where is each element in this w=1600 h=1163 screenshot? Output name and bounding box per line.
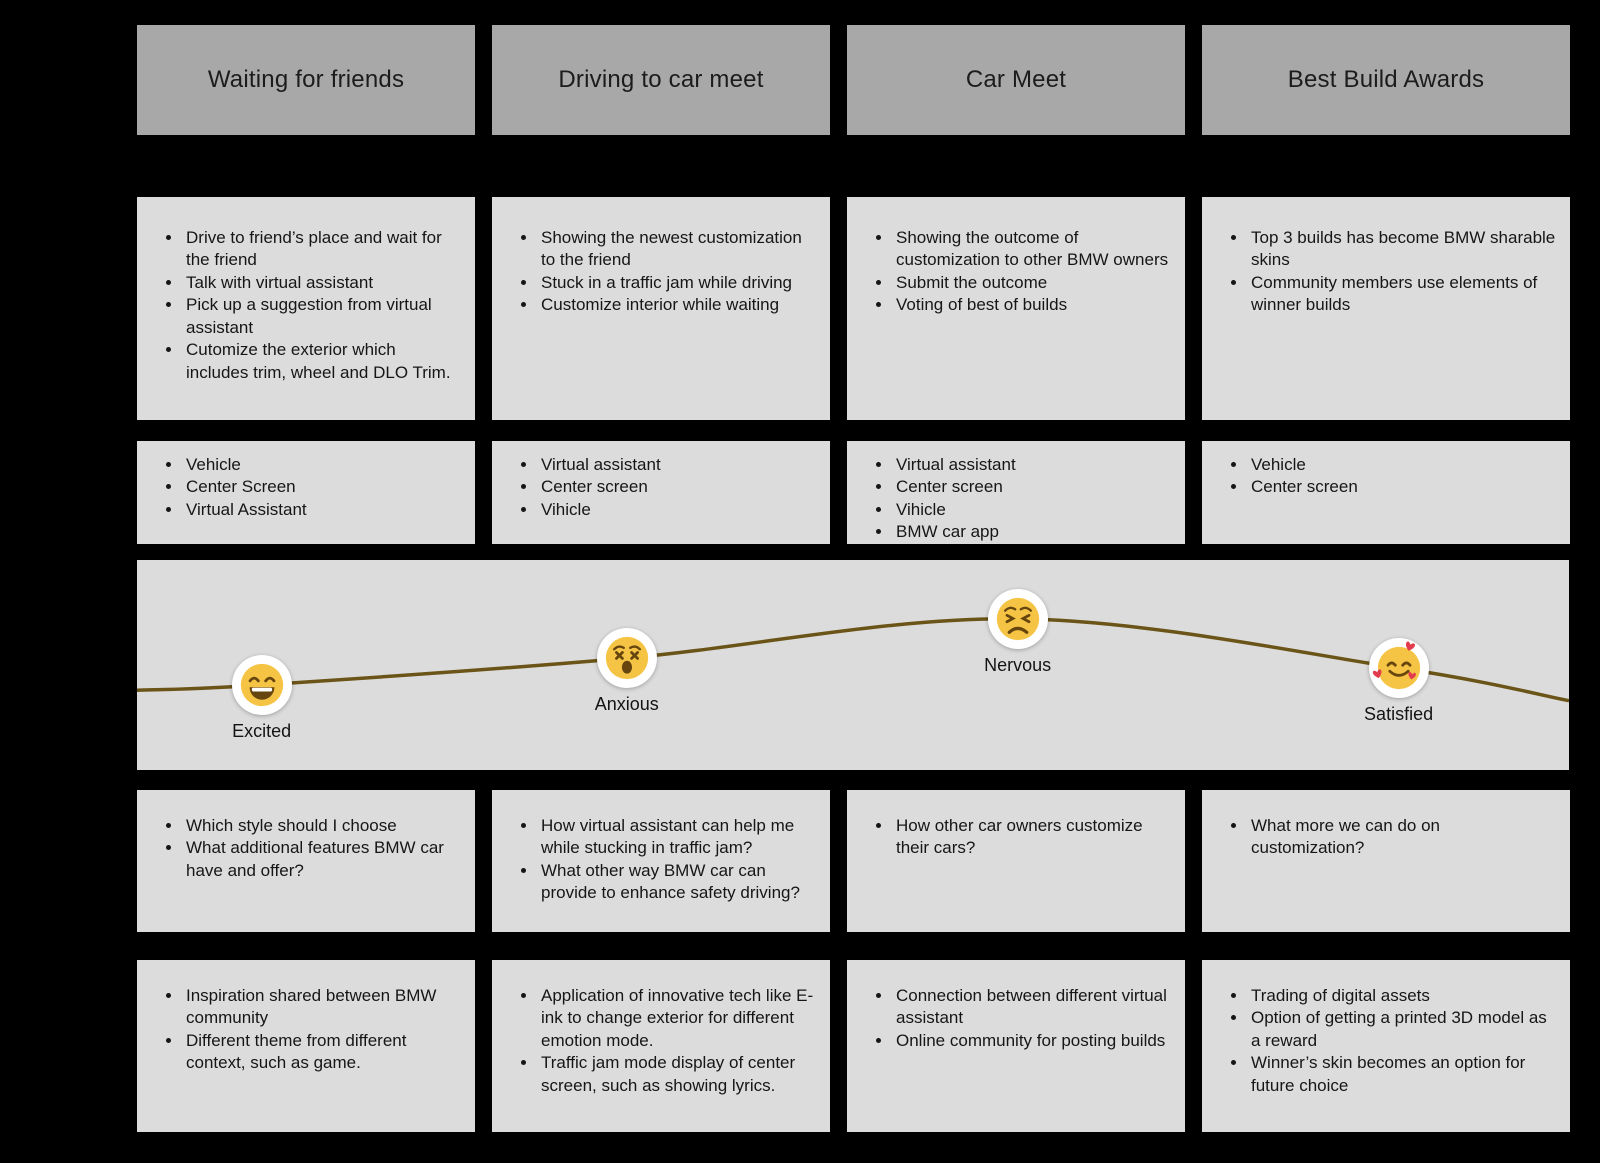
actions-row: Drive to friend’s place and wait for the…	[137, 197, 1570, 420]
list-item: Showing the outcome of customization to …	[893, 227, 1171, 272]
list-item: What additional features BMW car have an…	[183, 837, 461, 882]
list-item: What other way BMW car can provide to en…	[538, 860, 816, 905]
list-item: Connection between different virtual ass…	[893, 985, 1171, 1030]
list-item: Vehicle	[183, 454, 461, 476]
list-item: Virtual assistant	[538, 454, 816, 476]
actions-box: Showing the newest customization to the …	[492, 197, 830, 420]
opportunities-list: Trading of digital assetsOption of getti…	[1218, 985, 1556, 1097]
opportunities-row: Inspiration shared between BMW community…	[137, 960, 1570, 1132]
touchpoints-list: VehicleCenter screen	[1218, 454, 1556, 499]
questions-box: How other car owners customize their car…	[847, 790, 1185, 932]
list-item: What more we can do on customization?	[1248, 815, 1556, 860]
touchpoints-box: Virtual assistantCenter screenVihicle	[492, 441, 830, 544]
touchpoints-box: VehicleCenter screen	[1202, 441, 1570, 544]
list-item: Application of innovative tech like E-in…	[538, 985, 816, 1052]
list-item: Virtual Assistant	[183, 499, 461, 521]
actions-list: Showing the outcome of customization to …	[863, 227, 1171, 317]
list-item: Vehicle	[1248, 454, 1556, 476]
list-item: Virtual assistant	[893, 454, 1171, 476]
touchpoints-list: Virtual assistantCenter screenVihicleBMW…	[863, 454, 1171, 544]
smiling-face-with-hearts-icon	[1372, 641, 1420, 690]
opportunities-list: Connection between different virtual ass…	[863, 985, 1171, 1052]
questions-list: Which style should I chooseWhat addition…	[153, 815, 461, 882]
stage-headers-row: Waiting for friends Driving to car meet Ca…	[137, 25, 1570, 135]
questions-list: How other car owners customize their car…	[863, 815, 1171, 860]
list-item: Voting of best of builds	[893, 294, 1171, 316]
list-item: Winner’s skin becomes an option for futu…	[1248, 1052, 1556, 1097]
list-item: Center Screen	[183, 476, 461, 498]
list-item: Option of getting a printed 3D model as …	[1248, 1007, 1556, 1052]
touchpoints-list: Virtual assistantCenter screenVihicle	[508, 454, 816, 521]
list-item: Different theme from different context, …	[183, 1030, 461, 1075]
list-item: How virtual assistant can help me while …	[538, 815, 816, 860]
list-item: Community members use elements of winner…	[1248, 272, 1556, 317]
questions-box: Which style should I chooseWhat addition…	[137, 790, 475, 932]
questions-row: Which style should I chooseWhat addition…	[137, 790, 1570, 932]
touchpoints-box: VehicleCenter ScreenVirtual Assistant	[137, 441, 475, 544]
list-item: Top 3 builds has become BMW sharable ski…	[1248, 227, 1556, 272]
questions-list: How virtual assistant can help me while …	[508, 815, 816, 905]
list-item: Stuck in a traffic jam while driving	[538, 272, 816, 294]
list-item: Online community for posting builds	[893, 1030, 1171, 1052]
list-item: Cutomize the exterior which includes tri…	[183, 339, 461, 384]
emotion-curve-line	[136, 617, 1570, 703]
actions-box: Showing the outcome of customization to …	[847, 197, 1185, 420]
list-item: How other car owners customize their car…	[893, 815, 1171, 860]
emotion-label: Excited	[232, 720, 292, 741]
list-item: Showing the newest customization to the …	[538, 227, 816, 272]
actions-box: Drive to friend’s place and wait for the…	[137, 197, 475, 420]
touchpoints-list: VehicleCenter ScreenVirtual Assistant	[153, 454, 461, 521]
list-item: Talk with virtual assistant	[183, 272, 461, 294]
list-item: Traffic jam mode display of center scree…	[538, 1052, 816, 1097]
stage-header: Driving to car meet	[492, 25, 830, 135]
list-item: Vihicle	[893, 499, 1171, 521]
dizzy-face-icon	[605, 636, 648, 680]
emotion-label: Nervous	[984, 654, 1052, 675]
opportunities-box: Inspiration shared between BMW community…	[137, 960, 475, 1132]
questions-box: What more we can do on customization?	[1202, 790, 1570, 932]
stage-title: Waiting for friends	[207, 66, 405, 93]
questions-list: What more we can do on customization?	[1218, 815, 1556, 860]
opportunities-list: Application of innovative tech like E-in…	[508, 985, 816, 1097]
stage-title: Driving to car meet	[558, 66, 764, 93]
emotion-label: Anxious	[594, 694, 659, 715]
beaming-face-icon	[240, 663, 283, 707]
stage-header: Waiting for friends	[137, 25, 475, 135]
stage-header: Car Meet	[847, 25, 1185, 135]
list-item: Center screen	[538, 476, 816, 498]
stage-title: Car Meet	[965, 66, 1067, 93]
touchpoints-box: Virtual assistantCenter screenVihicleBMW…	[847, 441, 1185, 544]
list-item: Customize interior while waiting	[538, 294, 816, 316]
opportunities-list: Inspiration shared between BMW community…	[153, 985, 461, 1075]
persevering-face-icon	[996, 597, 1039, 640]
opportunities-box: Application of innovative tech like E-in…	[492, 960, 830, 1132]
opportunities-box: Connection between different virtual ass…	[847, 960, 1185, 1132]
list-item: Which style should I choose	[183, 815, 461, 837]
list-item: Inspiration shared between BMW community	[183, 985, 461, 1030]
list-item: Submit the outcome	[893, 272, 1171, 294]
list-item: Pick up a suggestion from virtual assist…	[183, 294, 461, 339]
list-item: Center screen	[893, 476, 1171, 498]
stage-title: Best Build Awards	[1287, 66, 1485, 93]
emotion-marker-anxious	[596, 628, 657, 689]
actions-list: Drive to friend’s place and wait for the…	[153, 227, 461, 384]
questions-box: How virtual assistant can help me while …	[492, 790, 830, 932]
list-item: Vihicle	[538, 499, 816, 521]
emotion-marker-excited	[231, 654, 292, 715]
list-item: Drive to friend’s place and wait for the…	[183, 227, 461, 272]
list-item: Trading of digital assets	[1248, 985, 1556, 1007]
touchpoints-row: VehicleCenter ScreenVirtual AssistantVir…	[137, 441, 1570, 544]
actions-box: Top 3 builds has become BMW sharable ski…	[1202, 197, 1570, 420]
emotion-marker-nervous	[987, 588, 1048, 649]
stage-header: Best Build Awards	[1202, 25, 1570, 135]
list-item: Center screen	[1248, 476, 1556, 498]
emotion-marker-satisfied	[1368, 637, 1429, 698]
list-item: BMW car app	[893, 521, 1171, 543]
actions-list: Top 3 builds has become BMW sharable ski…	[1218, 227, 1556, 317]
emotion-label: Satisfied	[1364, 703, 1434, 724]
actions-list: Showing the newest customization to the …	[508, 227, 816, 317]
opportunities-box: Trading of digital assetsOption of getti…	[1202, 960, 1570, 1132]
